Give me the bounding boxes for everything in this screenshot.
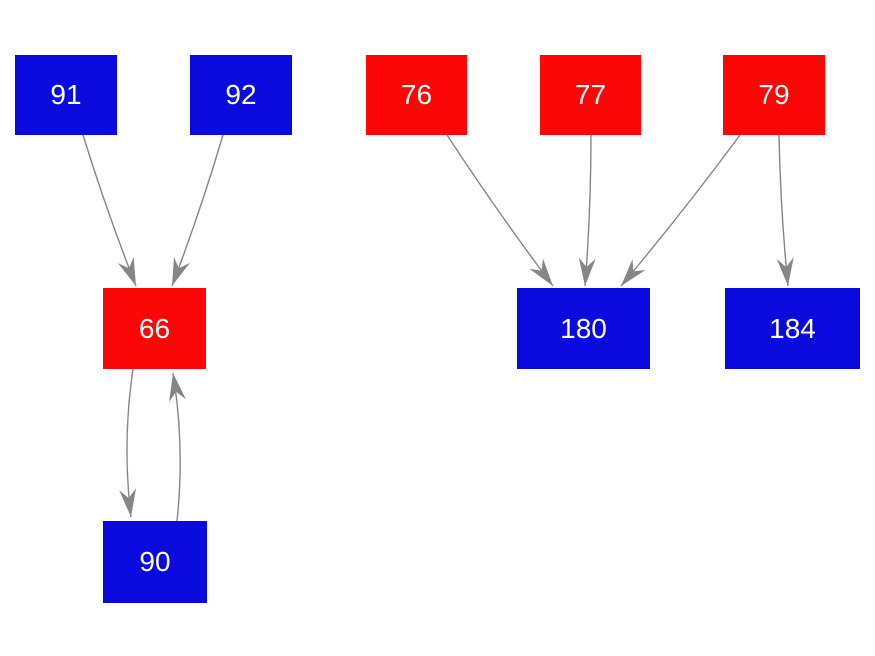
arrowhead-79-180: [621, 259, 646, 286]
node-92[interactable]: 92: [190, 55, 292, 135]
node-label: 66: [138, 312, 171, 344]
node-91[interactable]: 91: [15, 55, 117, 135]
node-76[interactable]: 76: [366, 55, 467, 135]
node-184[interactable]: 184: [725, 288, 860, 369]
arrowhead-76-180: [529, 258, 553, 286]
node-79[interactable]: 79: [723, 55, 825, 135]
arrowhead-66-90: [119, 488, 137, 517]
node-label: 91: [50, 79, 82, 110]
node-label: 92: [225, 79, 257, 110]
node-label: 79: [758, 79, 790, 110]
node-label: 77: [574, 79, 607, 110]
arrowhead-77-180: [578, 257, 596, 286]
node-label: 76: [400, 79, 433, 110]
node-label: 184: [769, 312, 816, 344]
node-77[interactable]: 77: [540, 55, 641, 135]
arrowhead-79-184: [776, 257, 794, 286]
node-180[interactable]: 180: [517, 288, 650, 369]
arrowhead-92-66: [172, 256, 190, 286]
edge-79-180: [620, 134, 741, 287]
node-label: 90: [139, 546, 171, 577]
node-90[interactable]: 90: [103, 521, 207, 603]
node-66[interactable]: 66: [103, 288, 206, 369]
arrowhead-91-66: [117, 256, 136, 286]
arrowhead-90-66: [169, 373, 186, 403]
node-label: 180: [560, 312, 607, 344]
edge-76-180: [446, 134, 554, 287]
